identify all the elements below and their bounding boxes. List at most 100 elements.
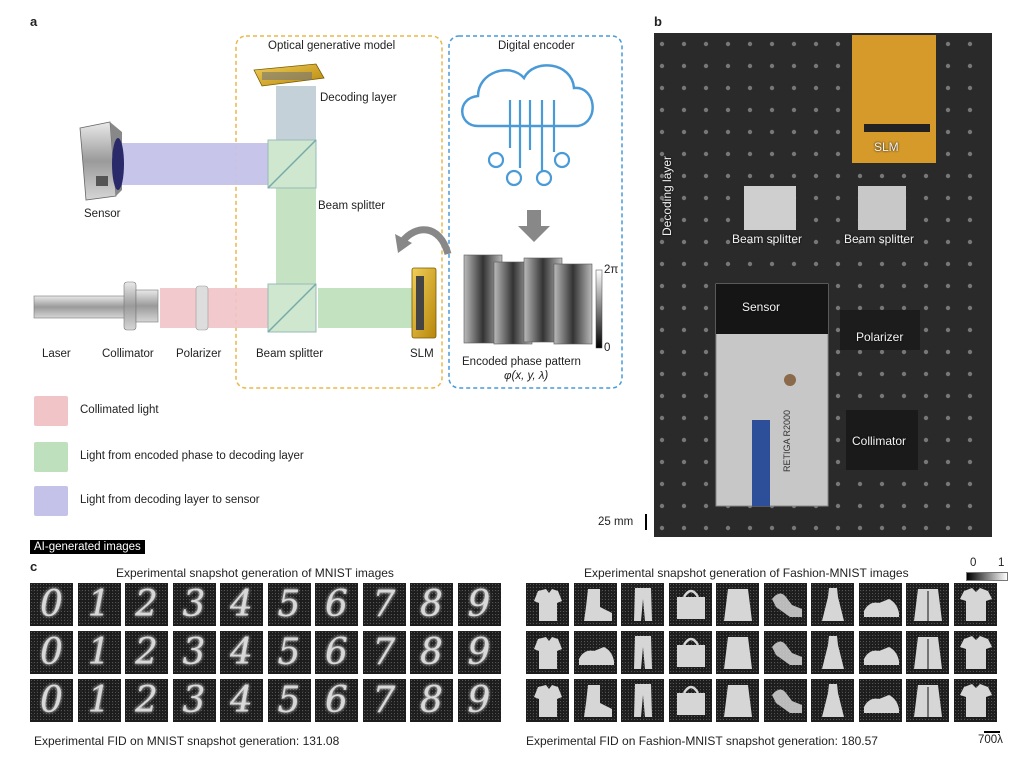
breadboard-hole xyxy=(681,327,687,333)
breadboard-hole xyxy=(703,173,709,179)
breadboard-hole xyxy=(747,151,753,157)
mnist-cell: 7 xyxy=(362,631,406,674)
mnist-cell: 1 xyxy=(77,679,121,722)
breadboard-hole xyxy=(923,217,929,223)
breadboard-hole xyxy=(791,151,797,157)
colorbar xyxy=(966,572,1008,581)
breadboard-hole xyxy=(681,349,687,355)
breadboard-hole xyxy=(703,129,709,135)
colorbar-min-label: 0 xyxy=(970,557,977,569)
mnist-cell: 8 xyxy=(410,631,453,674)
breadboard-hole xyxy=(945,173,951,179)
mnist-cell: 2 xyxy=(125,679,168,722)
breadboard-hole xyxy=(945,151,951,157)
breadboard-hole xyxy=(747,173,753,179)
breadboard-hole xyxy=(923,481,929,487)
breadboard-hole xyxy=(659,393,665,399)
breadboard-hole xyxy=(747,129,753,135)
breadboard-hole xyxy=(857,305,863,311)
fashion-cell xyxy=(953,679,997,722)
breadboard-hole xyxy=(703,393,709,399)
breadboard-hole xyxy=(659,151,665,157)
breadboard-hole xyxy=(659,63,665,69)
breadboard-hole xyxy=(659,261,665,267)
breadboard-hole xyxy=(659,239,665,245)
breadboard-hole xyxy=(747,85,753,91)
breadboard-hole xyxy=(659,459,665,465)
fashion-cell xyxy=(668,679,712,722)
breadboard-hole xyxy=(923,437,929,443)
breadboard-hole xyxy=(945,305,951,311)
mnist-cell: 0 xyxy=(30,631,73,674)
fashion-title: Experimental snapshot generation of Fash… xyxy=(584,566,909,580)
breadboard-hole xyxy=(769,261,775,267)
panel-a-diagram xyxy=(33,33,992,537)
colorbar-max-label: 1 xyxy=(998,557,1005,569)
breadboard-hole xyxy=(681,261,687,267)
breadboard-hole xyxy=(945,85,951,91)
breadboard-hole xyxy=(835,327,841,333)
phase-pattern-stack xyxy=(463,254,593,345)
breadboard-hole xyxy=(703,415,709,421)
breadboard-hole xyxy=(681,173,687,179)
fashion-cell xyxy=(526,631,569,674)
breadboard-hole xyxy=(967,349,973,355)
mnist-cell: 1 xyxy=(77,631,121,674)
breadboard-hole xyxy=(659,415,665,421)
breadboard-hole xyxy=(681,195,687,201)
breadboard-hole xyxy=(967,437,973,443)
breadboard-hole xyxy=(791,107,797,113)
breadboard-hole xyxy=(879,503,885,509)
breadboard-hole xyxy=(681,393,687,399)
breadboard-hole xyxy=(967,415,973,421)
breadboard-hole xyxy=(813,151,819,157)
breadboard-hole xyxy=(967,305,973,311)
breadboard-hole xyxy=(945,129,951,135)
generated-digit: 1 xyxy=(87,680,111,721)
breadboard-hole xyxy=(901,503,907,509)
generated-digit: 0 xyxy=(40,632,63,673)
breadboard-hole xyxy=(945,503,951,509)
breadboard-hole xyxy=(967,129,973,135)
breadboard-hole xyxy=(681,63,687,69)
breadboard-hole xyxy=(813,173,819,179)
generated-digit: 7 xyxy=(372,584,396,625)
breadboard-hole xyxy=(967,41,973,47)
sensor-device xyxy=(79,121,124,201)
photo-sensor-label: Sensor xyxy=(742,300,781,314)
legend-label-encoded: Light from encoded phase to decoding lay… xyxy=(80,450,304,462)
sensor-label: Sensor xyxy=(84,208,121,220)
breadboard-hole xyxy=(813,85,819,91)
breadboard-hole xyxy=(901,239,907,245)
generated-digit: 4 xyxy=(230,680,253,721)
breadboard-hole xyxy=(703,239,709,245)
breadboard-hole xyxy=(681,459,687,465)
breadboard-hole xyxy=(681,129,687,135)
optical-model-box xyxy=(235,35,443,389)
breadboard-hole xyxy=(945,437,951,443)
generated-digit: 8 xyxy=(420,584,443,625)
breadboard-hole xyxy=(923,371,929,377)
breadboard-hole xyxy=(791,41,797,47)
breadboard-hole xyxy=(879,371,885,377)
beam-splitter-right-photo xyxy=(858,186,906,230)
mnist-cell: 9 xyxy=(457,631,501,674)
breadboard-hole xyxy=(967,151,973,157)
generated-digit: 1 xyxy=(87,632,111,673)
breadboard-hole xyxy=(835,239,841,245)
breadboard-hole xyxy=(659,217,665,223)
fashion-cell xyxy=(811,679,854,722)
collimator-label: Collimator xyxy=(102,348,154,360)
breadboard-hole xyxy=(725,151,731,157)
optical-model-title: Optical generative model xyxy=(268,40,396,52)
mnist-cell: 5 xyxy=(267,679,311,722)
breadboard-hole xyxy=(879,525,885,531)
breadboard-hole xyxy=(725,85,731,91)
generated-digit: 5 xyxy=(277,584,301,625)
breadboard-hole xyxy=(879,393,885,399)
breadboard-hole xyxy=(967,503,973,509)
breadboard-hole xyxy=(967,217,973,223)
breadboard-hole xyxy=(879,173,885,179)
mnist-cell: 9 xyxy=(457,583,501,626)
breadboard-hole xyxy=(769,107,775,113)
